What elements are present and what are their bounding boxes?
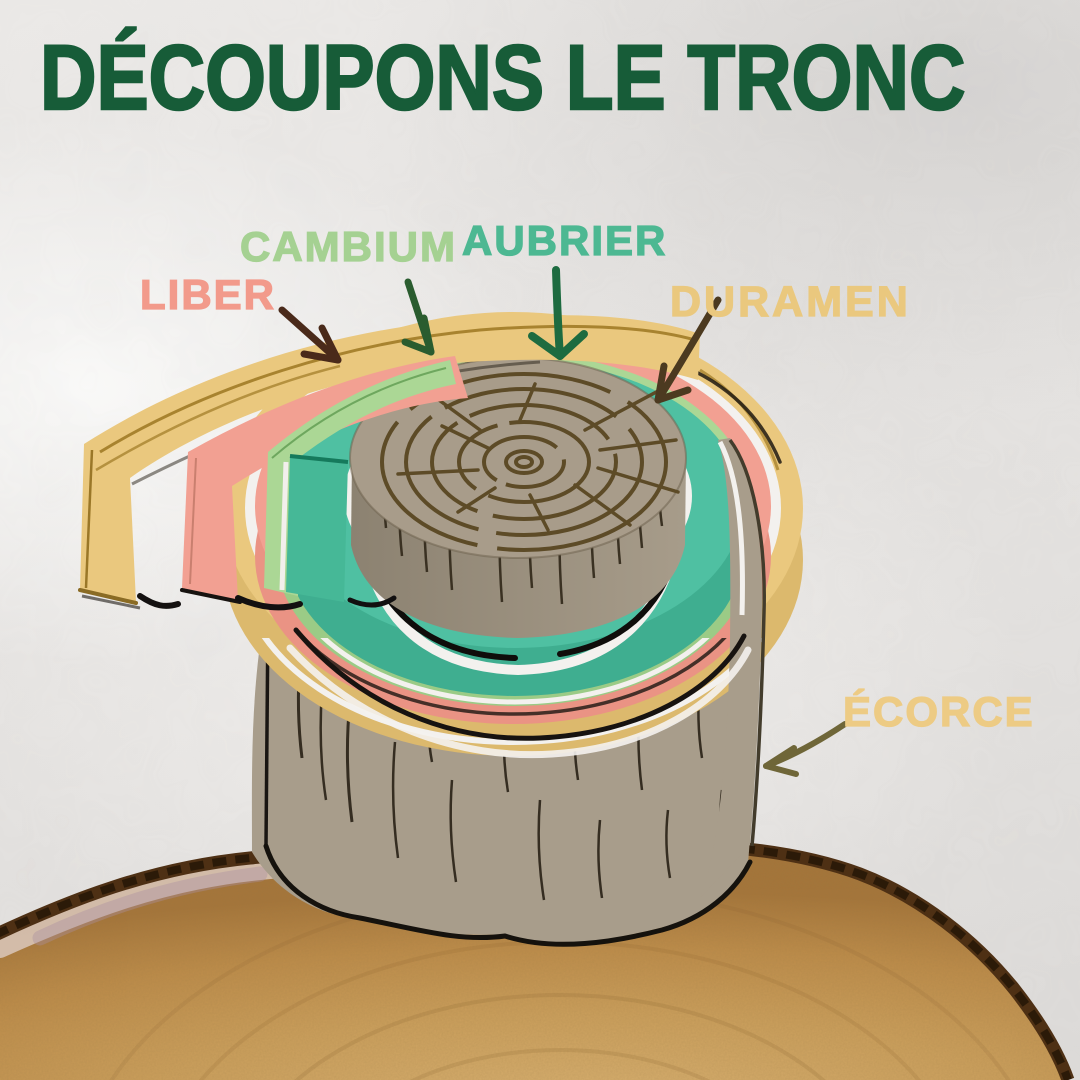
page-title: DÉCOUPONS LE TRONC (39, 27, 967, 129)
liber-arrow (278, 306, 342, 364)
ecorce-arrow (763, 721, 848, 777)
sapwood-tint (32, 866, 268, 946)
label-duramen: DURAMEN (669, 278, 911, 326)
aubrier-cut-face (235, 454, 397, 611)
trunk-shape (251, 430, 757, 943)
aubrier-arrow (528, 266, 588, 360)
label-cambium: CAMBIUM (239, 223, 457, 270)
label-aubrier: AUBRIER (461, 217, 668, 264)
label-liber: LIBER (139, 271, 276, 318)
duramen-arrow (654, 296, 722, 404)
label-ecorce: ÉCORCE (842, 688, 1035, 735)
growth-rings (380, 372, 668, 552)
trunk-right-wall (700, 438, 766, 898)
trunk-bottom-outline (263, 843, 753, 947)
cambium-arrow (401, 278, 435, 356)
heartwood-cylinder (349, 357, 687, 676)
annotation-arrows (278, 266, 848, 777)
